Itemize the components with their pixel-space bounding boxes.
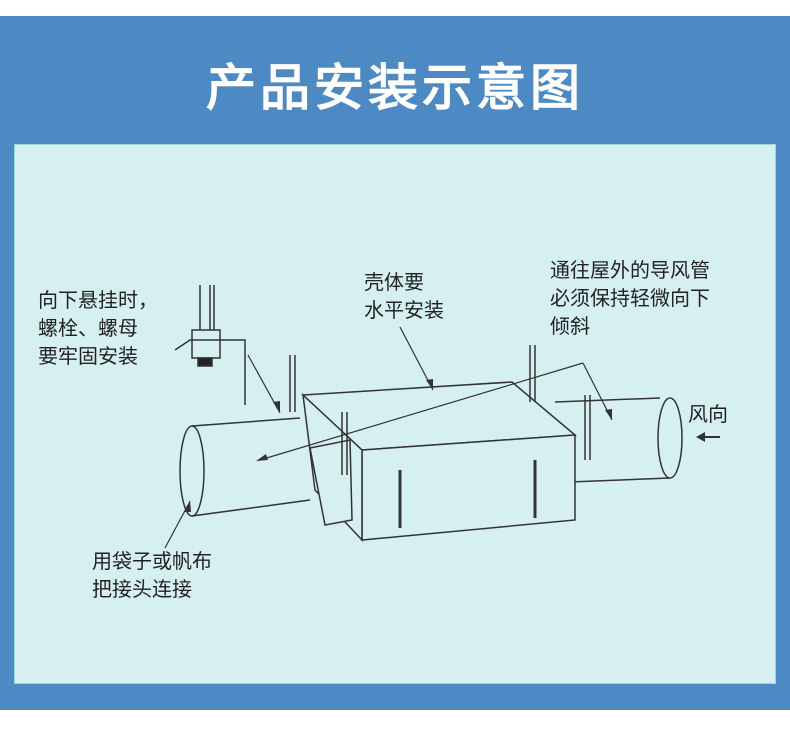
arrow-heads [184,379,705,512]
page-title: 产品安装示意图 [206,59,584,117]
outdoor-duct-instruction: 通往屋外的导风管必须保持轻微向下倾斜 [550,258,710,338]
connector-instruction: 用袋子或帆布把接头连接 [92,549,212,601]
housing-instruction: 壳体要水平安装 [364,270,444,322]
hanger-rods [174,285,591,475]
inlet-duct [179,417,311,517]
wind-direction-label: 风向 [688,402,728,426]
bolt-instruction: 向下悬挂时，螺栓、螺母要牢固安装 [38,288,158,368]
outlet-duct [554,397,683,483]
